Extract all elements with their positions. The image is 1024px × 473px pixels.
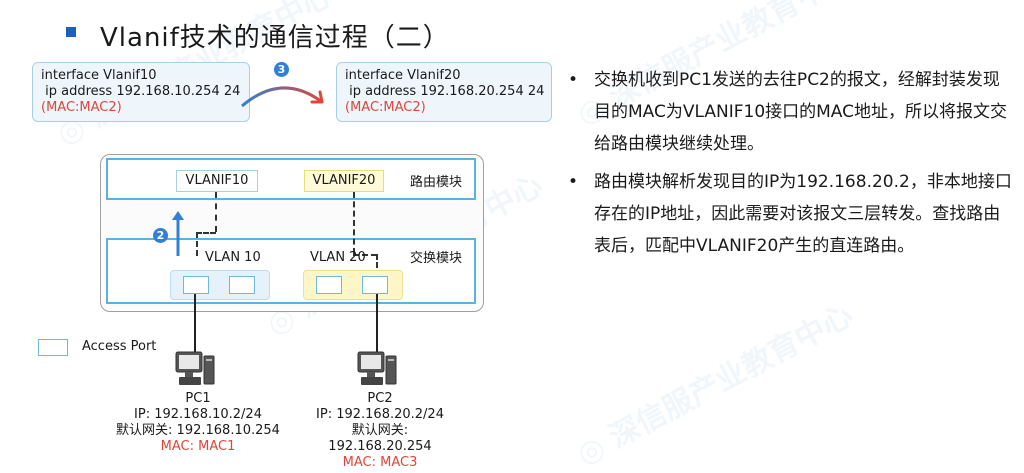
pc1-mac: MAC: MAC1 [160, 439, 236, 454]
pc1-info: PC1 IP: 192.168.10.2/24 默认网关: 192.168.10… [110, 391, 286, 455]
access-port [229, 276, 255, 294]
title-bullet [66, 27, 76, 37]
pc1-ip: IP: 192.168.10.2/24 [134, 407, 262, 422]
vlan20-link [376, 254, 378, 276]
watermark: ◎ 深信服产业教育中心 [571, 297, 859, 473]
vlan10-link [215, 192, 217, 232]
pc1-name: PC1 [185, 391, 211, 406]
config-line-mac: (MAC:MAC2) [345, 100, 426, 115]
switching-module: 交换模块 [106, 238, 476, 304]
config-line-ip: ip address 192.168.20.254 24 [345, 84, 545, 99]
vlan20-label: VLAN 20 [310, 250, 366, 265]
access-port [316, 276, 342, 294]
routing-module: 路由模块 [106, 158, 476, 200]
switching-module-label: 交换模块 [410, 251, 463, 266]
vlanif20-interface: VLANIF20 [304, 170, 384, 192]
pc2-ip: IP: 192.168.20.2/24 [316, 407, 444, 422]
page-title: Vlanif技术的通信过程（二） [100, 23, 450, 53]
vlan10-port-group [170, 270, 270, 300]
vlan20-link [353, 192, 355, 254]
config-line-interface: interface Vlanif20 [345, 68, 461, 83]
legend-access-port-label: Access Port [82, 339, 157, 354]
arrow-up-icon [172, 211, 184, 256]
routing-module-label: 路由模块 [410, 175, 463, 190]
step-2-badge: 2 [153, 228, 168, 243]
explanation-text: 交换机收到PC1发送的去往PC2的报文，经解封装发现目的MAC为VLANIF10… [594, 70, 1007, 154]
config-box-vlanif10: interface Vlanif10 ip address 192.168.10… [32, 62, 250, 122]
vlan20-port-group [303, 270, 403, 300]
pc2-mac: MAC: MAC3 [342, 455, 418, 470]
access-port [362, 276, 388, 294]
step-3-badge: 3 [274, 62, 289, 77]
config-line-mac: (MAC:MAC2) [41, 100, 122, 115]
pc2-computer-icon [357, 351, 397, 385]
pc2-gateway: 默认网关: [351, 423, 409, 438]
pc2-gateway-value: 192.168.20.254 [328, 439, 432, 454]
config-line-ip: ip address 192.168.10.254 24 [41, 84, 241, 99]
explanation-list: • 交换机收到PC1发送的去往PC2的报文，经解封装发现目的MAC为VLANIF… [566, 64, 1016, 268]
explanation-text: 路由模块解析发现目的IP为192.168.20.2，非本地接口存在的IP地址，因… [594, 172, 1012, 256]
config-line-interface: interface Vlanif10 [41, 68, 157, 83]
pc2-cable [376, 294, 378, 352]
access-port [183, 276, 209, 294]
pc2-info: PC2 IP: 192.168.20.2/24 默认网关: 192.168.20… [300, 391, 460, 471]
config-box-vlanif20: interface Vlanif20 ip address 192.168.20… [336, 62, 552, 122]
pc1-cable [194, 294, 196, 352]
explanation-item: • 路由模块解析发现目的IP为192.168.20.2，非本地接口存在的IP地址… [568, 172, 1012, 256]
vlan10-label: VLAN 10 [205, 250, 261, 265]
vlan10-link [196, 232, 198, 256]
vlan10-link [196, 232, 216, 234]
curved-arrow-icon [241, 86, 324, 108]
explanation-item: • 交换机收到PC1发送的去往PC2的报文，经解封装发现目的MAC为VLANIF… [568, 70, 1007, 154]
pc1-computer-icon [175, 351, 215, 385]
legend-access-port-swatch [38, 339, 68, 356]
vlan20-link [353, 254, 377, 256]
pc2-name: PC2 [367, 391, 393, 406]
vlanif10-interface: VLANIF10 [176, 170, 258, 192]
pc1-gateway: 默认网关: 192.168.10.254 [116, 423, 280, 438]
